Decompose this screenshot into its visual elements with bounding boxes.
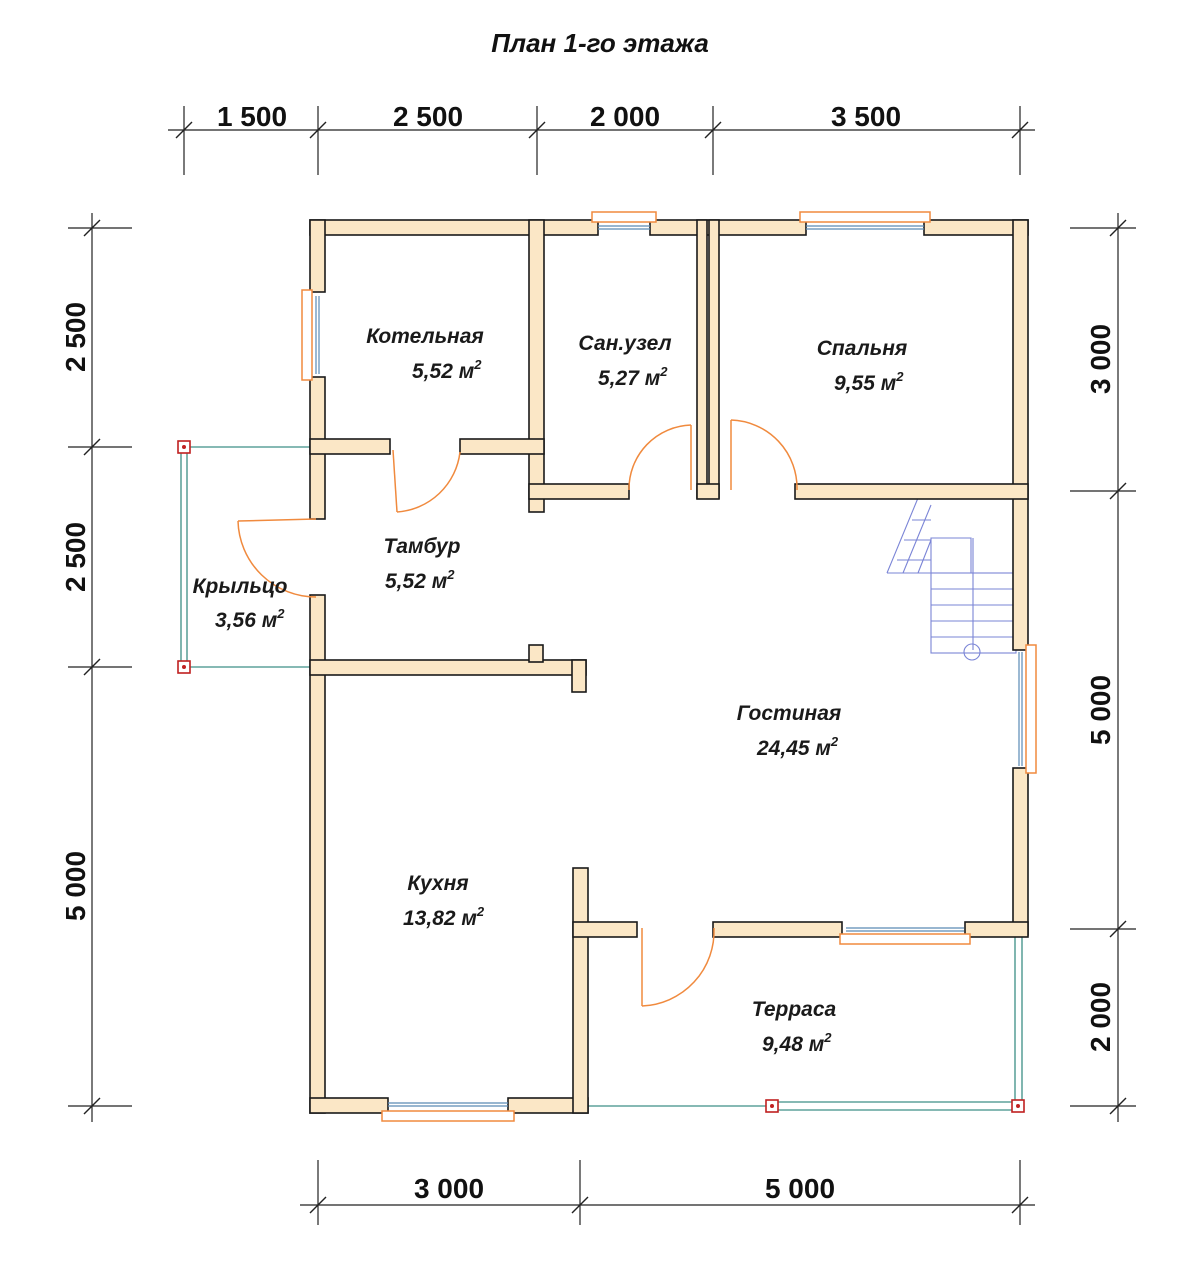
window-bathroom: [591, 211, 657, 230]
room-porch-area: 3,56 м2: [215, 606, 285, 632]
room-kitchen-name: Кухня: [407, 872, 468, 895]
dim-right-3: 2 000: [1085, 982, 1116, 1052]
room-boiler-name: Котельная: [366, 325, 484, 348]
door-bedroom: [730, 419, 798, 491]
door-entrance: [237, 518, 317, 598]
room-bedroom-name: Спальня: [817, 337, 908, 360]
door-terrace: [641, 927, 715, 1007]
dim-bottom-2: 5 000: [765, 1173, 835, 1204]
bottom-dimension-chain: 3 000 5 000: [300, 1160, 1035, 1225]
dim-top-1: 1 500: [217, 101, 287, 132]
dim-left-3: 5 000: [60, 851, 91, 921]
room-vestibule-name: Тамбур: [383, 535, 460, 558]
dim-top-2: 2 500: [393, 101, 463, 132]
room-bathroom-area: 5,27 м2: [598, 364, 668, 390]
dim-left-2: 2 500: [60, 522, 91, 592]
dim-bottom-1: 3 000: [414, 1173, 484, 1204]
room-terrace: Терраса 9,48 м2: [752, 998, 837, 1056]
top-dimension-chain: 1 500 2 500 2 000 3 500: [168, 101, 1035, 175]
window-living: [1018, 644, 1037, 774]
room-living: Гостиная 24,45 м2: [737, 702, 842, 760]
room-kitchen: Кухня 13,82 м2: [403, 872, 485, 930]
room-vestibule: Тамбур 5,52 м2: [383, 535, 460, 593]
terrace-railing: [585, 935, 1025, 1113]
room-living-area: 24,45 м2: [756, 734, 839, 760]
room-bedroom-area: 9,55 м2: [834, 369, 904, 395]
dim-top-4: 3 500: [831, 101, 901, 132]
room-living-name: Гостиная: [737, 702, 842, 725]
room-terrace-name: Терраса: [752, 998, 837, 1021]
right-dimension-chain: 3 000 5 000 2 000: [1070, 213, 1136, 1122]
window-living-terrace: [839, 927, 971, 945]
windows: [301, 211, 1037, 1122]
door-bathroom: [628, 424, 692, 491]
staircase: [886, 497, 1017, 661]
room-porch-name: Крыльцо: [193, 575, 288, 598]
walls: [309, 219, 1029, 1114]
window-boiler: [301, 289, 320, 381]
window-kitchen: [381, 1102, 515, 1122]
dim-right-1: 3 000: [1085, 324, 1116, 394]
room-boiler: Котельная 5,52 м2: [366, 325, 484, 383]
window-bedroom: [799, 211, 931, 230]
room-terrace-area: 9,48 м2: [762, 1030, 832, 1056]
room-bathroom: Сан.узел 5,27 м2: [578, 332, 671, 390]
plan-title: План 1-го этажа: [491, 28, 709, 58]
door-boiler: [392, 449, 461, 513]
room-boiler-area: 5,52 м2: [412, 357, 482, 383]
doors: [237, 419, 798, 1007]
dim-right-2: 5 000: [1085, 675, 1116, 745]
room-bathroom-name: Сан.узел: [578, 332, 671, 355]
room-vestibule-area: 5,52 м2: [385, 567, 455, 593]
left-dimension-chain: 2 500 2 500 5 000: [60, 213, 132, 1122]
room-kitchen-area: 13,82 м2: [403, 904, 485, 930]
dim-top-3: 2 000: [590, 101, 660, 132]
porch-railing: [177, 440, 310, 674]
room-bedroom: Спальня 9,55 м2: [817, 337, 908, 395]
dim-left-1: 2 500: [60, 302, 91, 372]
room-porch: Крыльцо 3,56 м2: [193, 575, 288, 632]
